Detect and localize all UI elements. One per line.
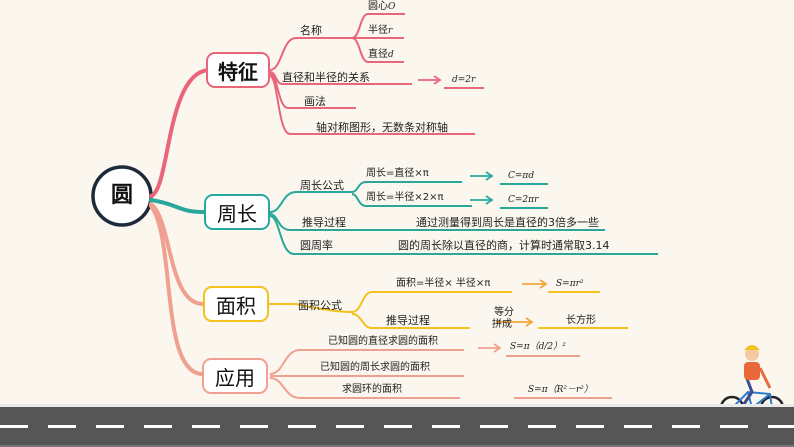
- area-formula: 面积=半径× 半径×π: [396, 278, 491, 289]
- features-radius: 半径r: [368, 25, 393, 36]
- features-symmetry: 轴对称图形，无数条对称轴: [316, 121, 448, 134]
- features-relation: 直径和半径的关系: [282, 71, 370, 84]
- perimeter-derivation: 推导过程: [302, 216, 346, 229]
- area-formula-group: 面积公式: [298, 299, 342, 312]
- application-lines: [269, 349, 612, 399]
- perimeter-formula-group: 周长公式: [300, 179, 344, 192]
- road-lane-dashes: [0, 425, 794, 428]
- diameter-symbol: d: [388, 50, 394, 60]
- branch-features: 特征: [206, 52, 270, 88]
- area-rectangle: 长方形: [566, 315, 596, 326]
- branch-application: 应用: [202, 358, 268, 394]
- connector-application: [149, 204, 204, 376]
- area-lines: [268, 291, 628, 329]
- features-diameter: 直径d: [368, 49, 394, 60]
- perimeter-formula-r: 周长=半径×2×π: [366, 192, 444, 203]
- connector-area: [149, 202, 205, 306]
- radius-symbol: r: [388, 26, 393, 36]
- features-name-group: 名称: [300, 24, 322, 37]
- perimeter-pi-text: 圆的周长除以直径的商，计算时通常取3.14: [398, 239, 610, 252]
- application-from-diameter-formula: S=π（d/2）²: [510, 342, 566, 352]
- center-symbol: O: [388, 2, 396, 12]
- features-center: 圆心O: [368, 1, 396, 12]
- features-relation-formula: d=2r: [452, 75, 476, 85]
- perimeter-lines: [269, 181, 658, 255]
- branch-perimeter: 周长: [204, 194, 270, 230]
- root-label: 圆: [111, 183, 134, 208]
- road-edge-top: [0, 404, 794, 407]
- connector-features: [149, 68, 210, 198]
- area-combine: 拼成: [492, 319, 512, 330]
- area-derivation: 推导过程: [386, 314, 430, 327]
- area-formula-result: S=πr²: [556, 279, 584, 289]
- application-ring: 求圆环的面积: [342, 384, 402, 395]
- application-from-diameter: 已知圆的直径求圆的面积: [328, 336, 438, 347]
- application-ring-formula: S=π（R²－r²）: [528, 385, 593, 395]
- perimeter-derivation-text: 通过测量得到周长是直径的3倍多一些: [416, 216, 599, 229]
- perimeter-pi: 圆周率: [300, 239, 333, 252]
- branch-area: 面积: [203, 286, 269, 322]
- features-drawing: 画法: [304, 95, 326, 108]
- perimeter-formula-d-result: C=πd: [508, 171, 535, 181]
- perimeter-formula-r-result: C=2πr: [508, 195, 539, 205]
- connector-perimeter: [149, 198, 206, 214]
- road-strip: [0, 404, 794, 447]
- perimeter-formula-d: 周长=直径×π: [366, 168, 429, 179]
- application-from-perimeter: 已知圆的周长求圆的面积: [320, 362, 430, 373]
- area-split: 等分: [494, 307, 514, 318]
- features-lines: [269, 13, 484, 135]
- road-edge-bottom: [0, 445, 794, 447]
